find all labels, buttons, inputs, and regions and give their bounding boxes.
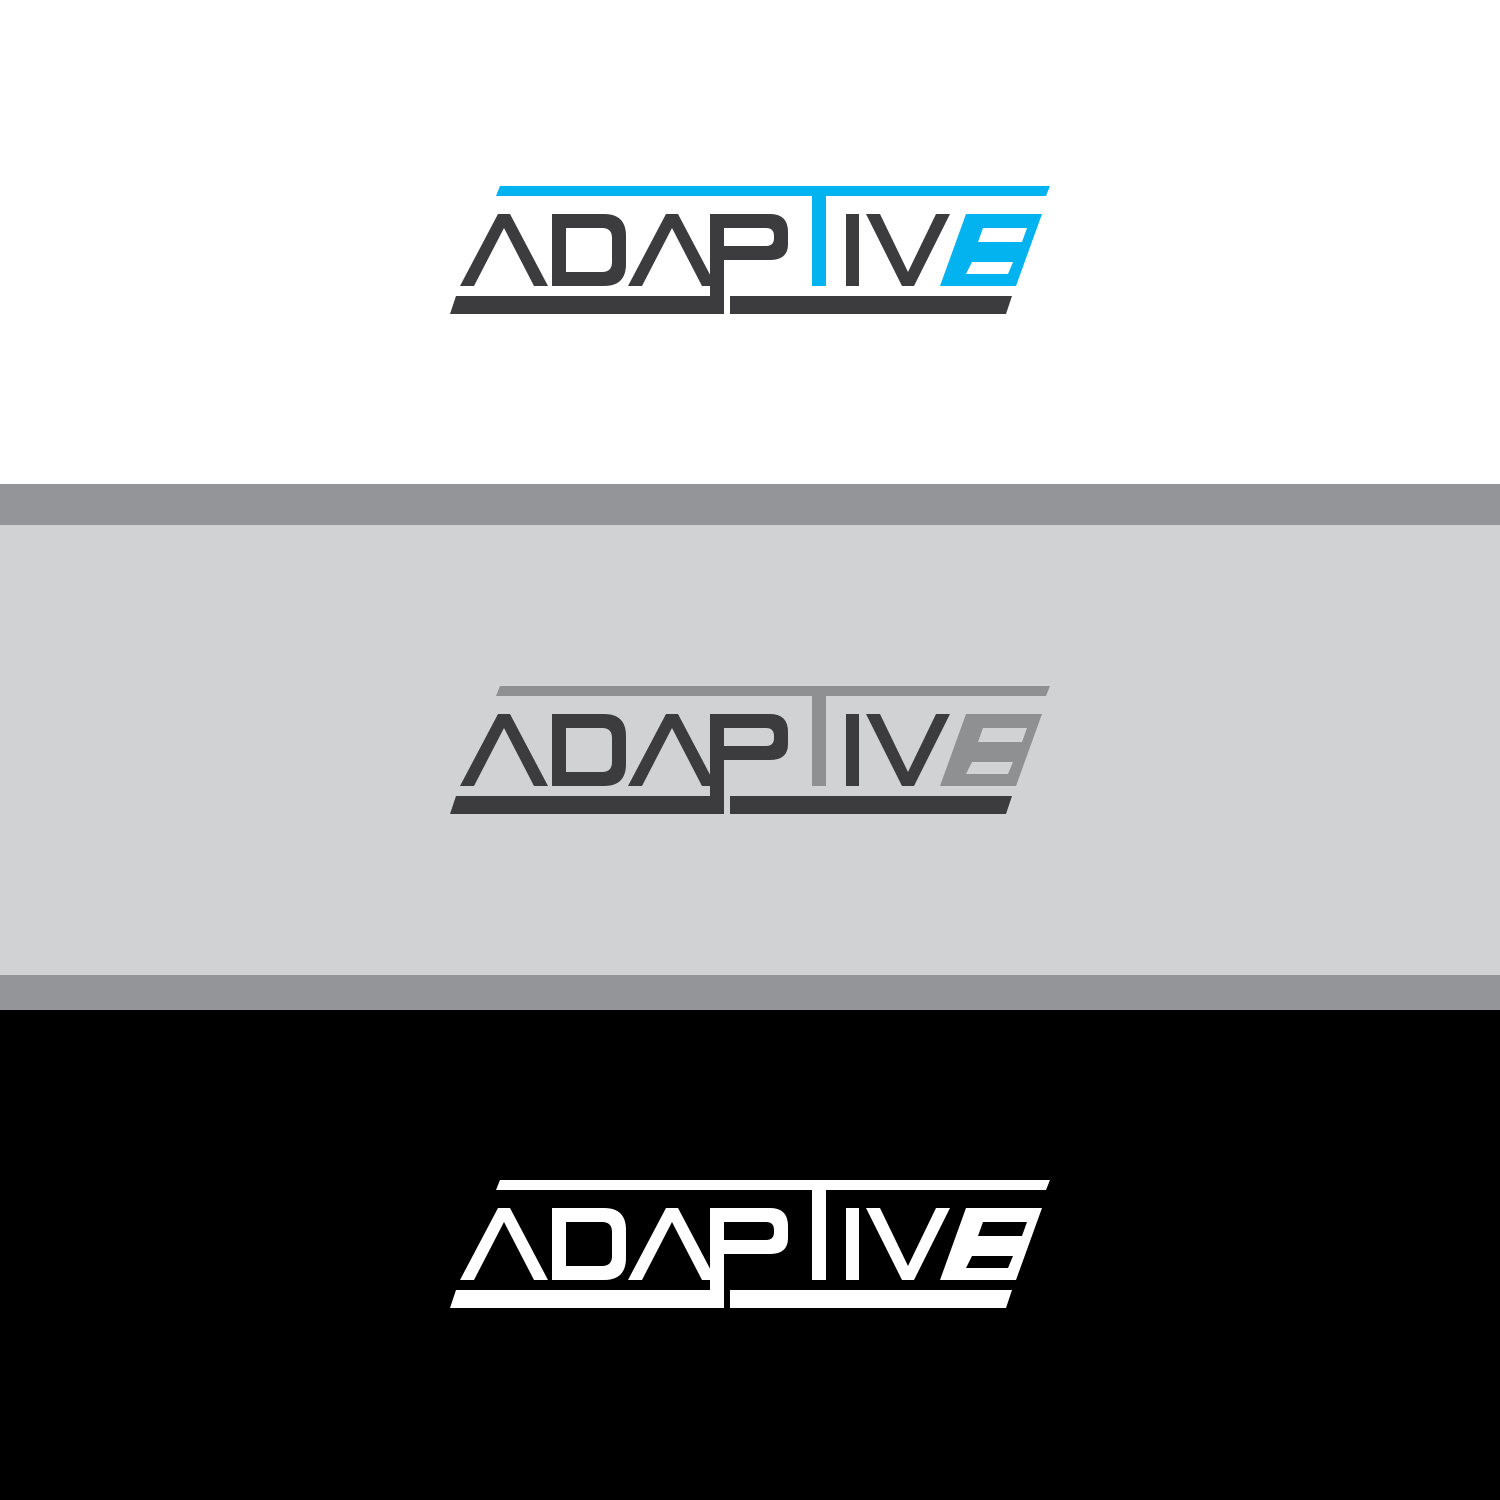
logo-letter-p xyxy=(710,214,788,310)
logo-letter-p xyxy=(710,1208,788,1304)
logo-letter-e xyxy=(940,214,1042,286)
logo-letter-t xyxy=(812,1180,826,1280)
logo-bottom-bar-left xyxy=(450,1290,724,1308)
logo-letter-a2 xyxy=(628,714,716,786)
logo-letter-a1 xyxy=(460,214,548,286)
logo-letter-v xyxy=(866,1208,950,1280)
gray-stripe-bottom xyxy=(0,975,1500,1010)
white-panel xyxy=(0,0,1500,484)
logo-letter-d xyxy=(552,1208,626,1280)
logo-letter-a2 xyxy=(628,1208,716,1280)
black-panel xyxy=(0,1010,1500,1500)
logo-letter-p xyxy=(710,714,788,810)
logo-letter-e xyxy=(940,1208,1042,1280)
logo-letter-a2 xyxy=(628,214,716,286)
logo-letter-t xyxy=(812,186,826,286)
logo-white xyxy=(450,1180,1050,1308)
logo-bottom-bar-left xyxy=(450,296,724,314)
logo-top-bar xyxy=(496,186,1050,196)
logo-bottom-bar-right xyxy=(730,296,1012,314)
logo-bottom-bar-right xyxy=(730,796,1012,814)
logo-gray xyxy=(450,686,1050,814)
logo-letter-e xyxy=(940,714,1042,786)
logo-letter-a1 xyxy=(460,1208,548,1280)
logo-color xyxy=(450,186,1050,314)
logo-letter-t xyxy=(812,686,826,786)
logo-bottom-bar-left xyxy=(450,796,724,814)
logo-top-bar xyxy=(496,686,1050,696)
logo-letter-i xyxy=(846,214,859,286)
logo-letter-i xyxy=(846,714,859,786)
logo-letter-a1 xyxy=(460,714,548,786)
logo-top-bar xyxy=(496,1180,1050,1190)
gray-stripe-top xyxy=(0,484,1500,525)
logo-letter-d xyxy=(552,214,626,286)
logo-letter-d xyxy=(552,714,626,786)
logo-letter-i xyxy=(846,1208,859,1280)
logo-letter-v xyxy=(866,714,950,786)
logo-letter-v xyxy=(866,214,950,286)
logo-bottom-bar-right xyxy=(730,1290,1012,1308)
